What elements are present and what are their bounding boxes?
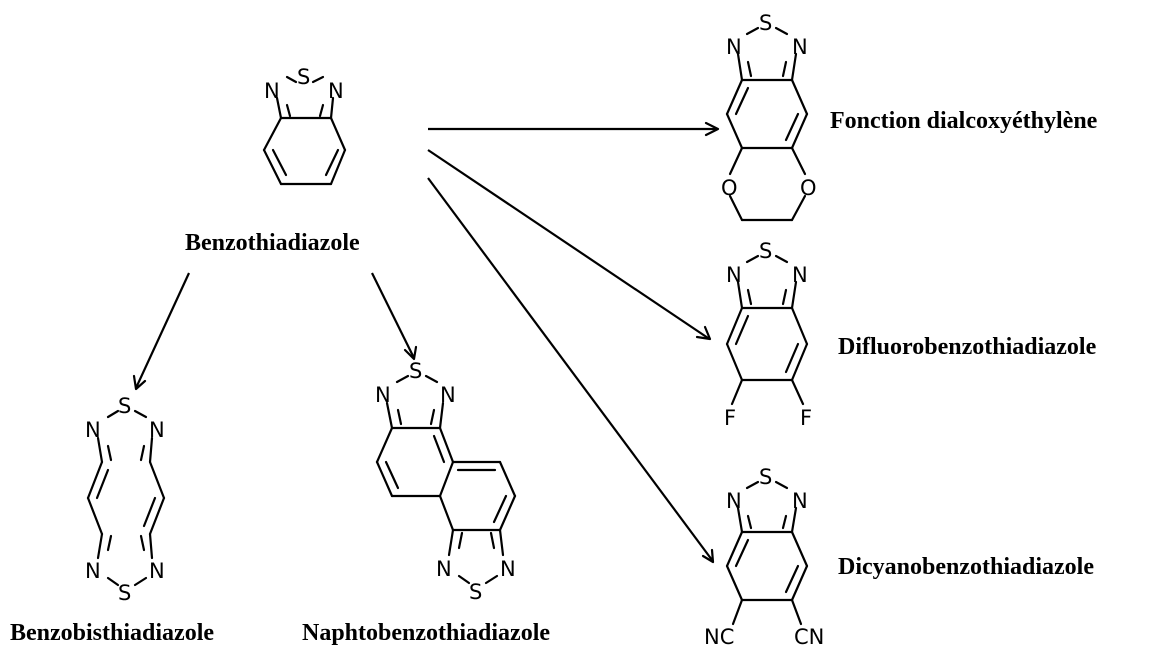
nitrogen-atom: N (792, 35, 808, 59)
arrow-to-dialcoxyethylene (428, 121, 720, 137)
benzobisthiadiazole-label: Benzobisthiadiazole (10, 620, 214, 646)
sulfur-atom: S (297, 65, 310, 89)
naphtobenzothiadiazole-label: Naphtobenzothiadiazole (302, 620, 550, 646)
arrow-to-dicyano (427, 177, 715, 564)
sulfur-atom: S (759, 239, 772, 263)
dicyano-label: Dicyanobenzothiadiazole (838, 554, 1094, 580)
fluorine-atom: F (800, 406, 812, 430)
arrow-to-naphtobenzothiadiazole (371, 272, 418, 361)
nitrogen-atom: N (726, 35, 742, 59)
sulfur-atom: S (469, 580, 482, 604)
nitrogen-atom: N (149, 418, 165, 442)
nitrogen-atom: N (500, 557, 516, 581)
nitrogen-atom: N (436, 557, 452, 581)
nitrogen-atom: N (792, 263, 808, 287)
sulfur-atom: S (759, 465, 772, 489)
dialcoxyethylene-label: Fonction dialcoxyéthylène (830, 108, 1098, 134)
benzothiadiazole-structure: S N N (262, 65, 347, 186)
arrow-to-difluoro (427, 149, 712, 341)
sulfur-atom: S (409, 359, 422, 383)
nitrogen-atom: N (726, 489, 742, 513)
sulfur-atom: S (118, 581, 131, 605)
oxygen-atom: O (721, 176, 738, 200)
difluorobenzothiadiazole-structure: S N N F F (724, 239, 812, 430)
naphtobenzothiadiazole-structure: S N N N N S (375, 359, 517, 604)
benzothiadiazole-label: Benzothiadiazole (185, 230, 360, 256)
nitrogen-atom: N (440, 383, 456, 407)
nitrogen-atom: N (792, 489, 808, 513)
sulfur-atom: S (118, 394, 131, 418)
nitrogen-atom: N (726, 263, 742, 287)
arrow-to-benzobisthiadiazole (132, 272, 190, 391)
nitrogen-atom: N (328, 79, 344, 103)
nitrogen-atom: N (375, 383, 391, 407)
nitrile-group: CN (794, 625, 824, 648)
oxygen-atom: O (800, 176, 817, 200)
fluorine-atom: F (724, 406, 736, 430)
nitrogen-atom: N (85, 418, 101, 442)
nitrogen-atom: N (85, 559, 101, 583)
nitrogen-atom: N (264, 79, 280, 103)
nitrile-group: NC (704, 625, 734, 648)
dialcoxyethylene-btd-structure: S N N O O (721, 11, 817, 222)
nitrogen-atom: N (149, 559, 165, 583)
sulfur-atom: S (759, 11, 772, 35)
benzobisthiadiazole-structure: S N N N N S (85, 394, 166, 605)
dicyanobenzothiadiazole-structure: S N N NC CN (704, 465, 824, 648)
difluoro-label: Difluorobenzothiadiazole (838, 334, 1097, 360)
